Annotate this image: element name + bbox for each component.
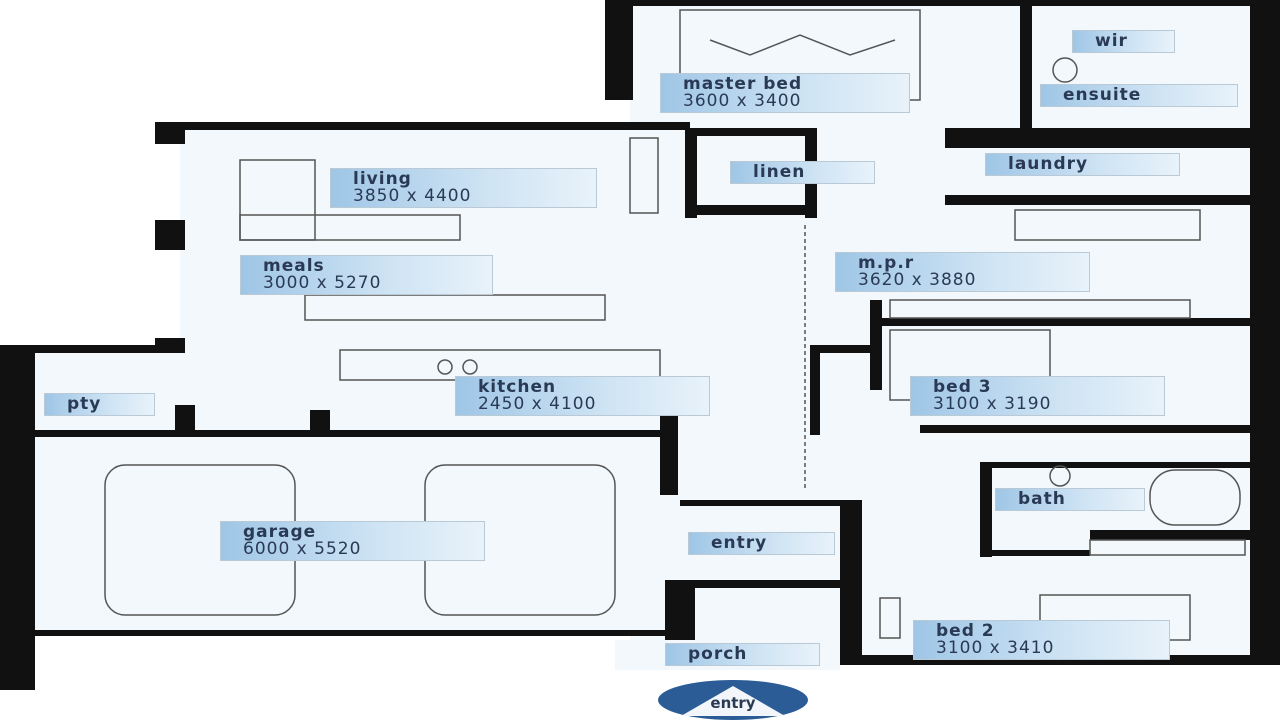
room-name: pty xyxy=(67,394,102,414)
room-label-linen: linen xyxy=(730,161,875,184)
room-name: porch xyxy=(688,644,748,664)
room-name: laundry xyxy=(1008,154,1089,174)
entry-badge-label: entry xyxy=(710,694,756,712)
room-name: meals xyxy=(263,256,325,276)
walls xyxy=(0,0,1280,690)
room-name: wir xyxy=(1095,31,1128,51)
room-label-pty: pty xyxy=(44,393,155,416)
room-name: entry xyxy=(711,533,768,553)
room-label-laundry: laundry xyxy=(985,153,1180,176)
room-size: 3620 x 3880 xyxy=(858,270,977,290)
room-label-ensuite: ensuite xyxy=(1040,84,1238,107)
room-label-entry: entry xyxy=(688,532,835,555)
room-name: ensuite xyxy=(1063,85,1142,105)
room-name: bed 2 xyxy=(936,621,995,641)
room-name: master bed xyxy=(683,74,803,94)
entry-badge: entry xyxy=(658,680,808,720)
room-name: bed 3 xyxy=(933,377,992,397)
room-size: 3100 x 3410 xyxy=(936,638,1055,658)
room-size: 3100 x 3190 xyxy=(933,394,1052,414)
room-label-porch: porch xyxy=(665,643,820,666)
room-label-wir: wir xyxy=(1072,30,1175,53)
room-name: bath xyxy=(1018,489,1066,509)
room-size: 6000 x 5520 xyxy=(243,539,362,559)
room-name: kitchen xyxy=(478,377,557,397)
room-name: linen xyxy=(753,162,806,182)
room-name: m.p.r xyxy=(858,253,915,273)
room-name: garage xyxy=(243,522,317,542)
room-name: living xyxy=(353,169,412,189)
room-label-bath: bath xyxy=(995,488,1145,511)
room-size: 3600 x 3400 xyxy=(683,91,802,111)
room-size: 3850 x 4400 xyxy=(353,186,472,206)
room-size: 2450 x 4100 xyxy=(478,394,597,414)
room-size: 3000 x 5270 xyxy=(263,273,382,293)
entry-arrow-icon xyxy=(681,686,785,716)
